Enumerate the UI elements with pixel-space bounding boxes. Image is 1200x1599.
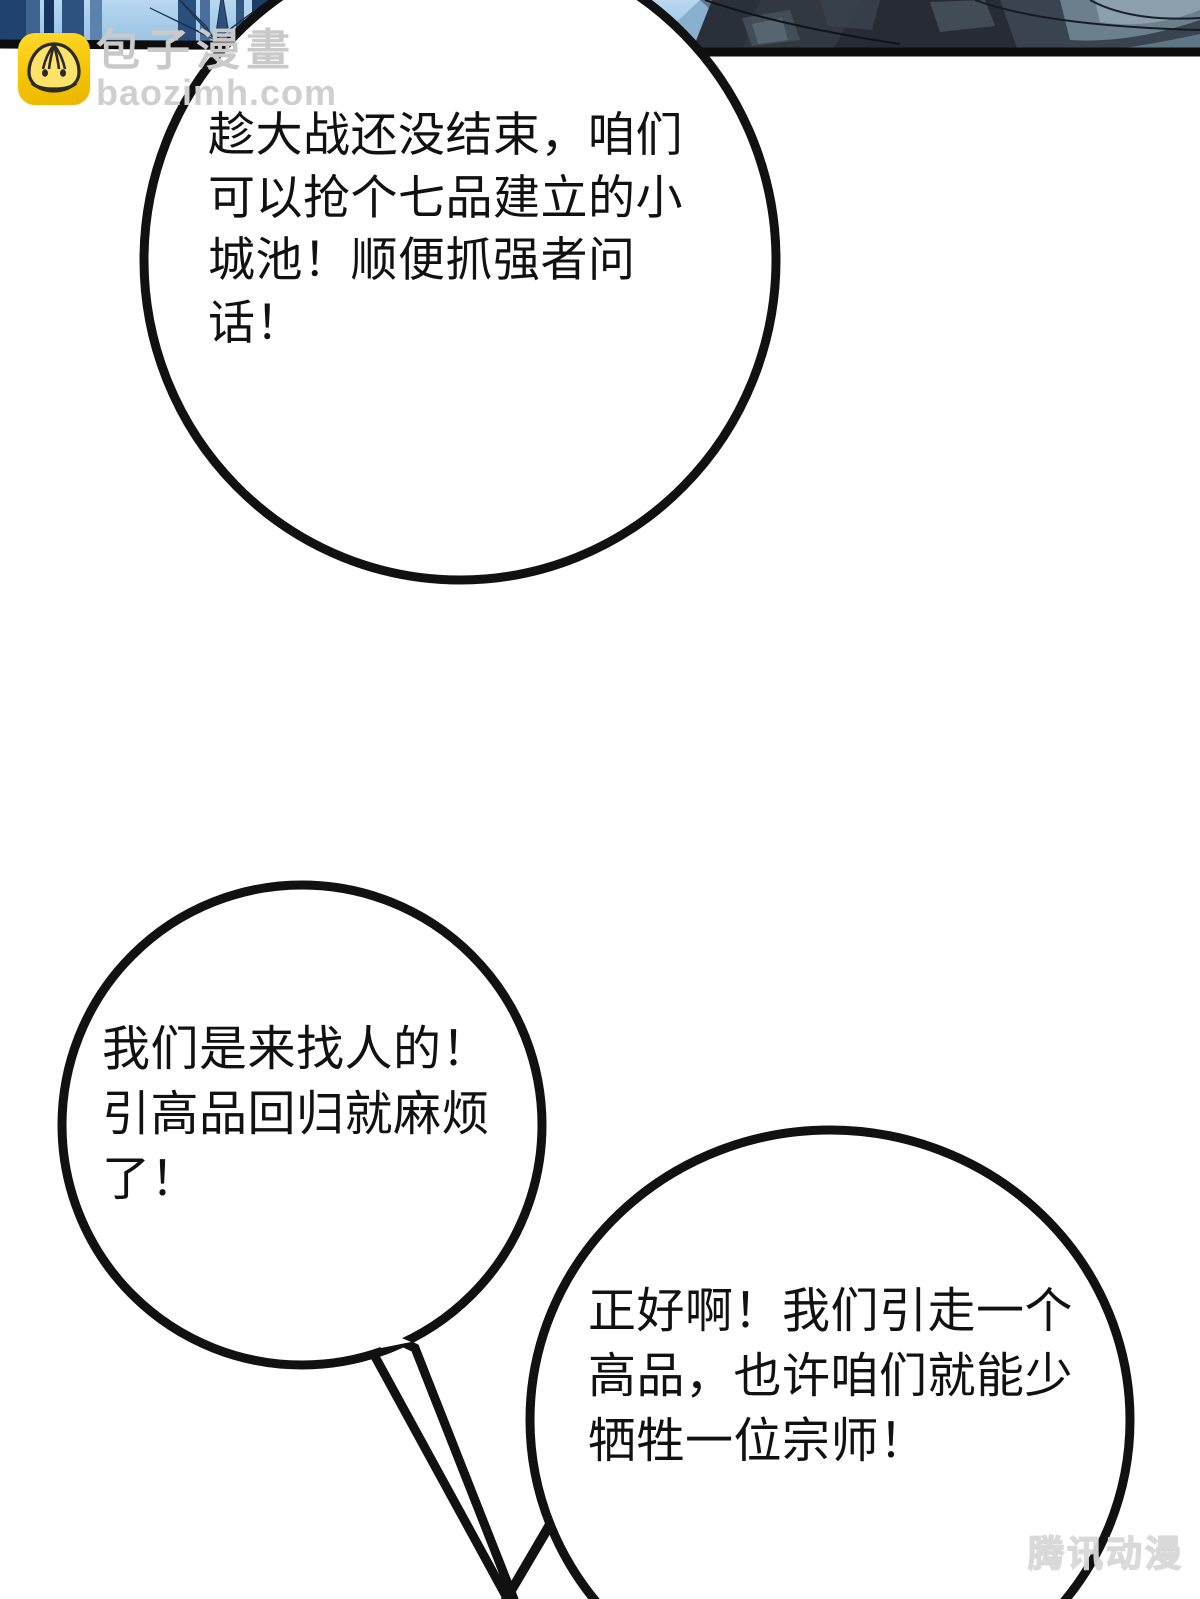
- baozimh-url-label: baozimh.com: [96, 72, 338, 113]
- speech-bubble-right: 正好啊！我们引走一个高品，也许咱们就能少牺牲一位宗师！: [500, 1120, 1140, 1599]
- bubble-3-text: 正好啊！我们引走一个高品，也许咱们就能少牺牲一位宗师！: [588, 1285, 1074, 1468]
- bubble-outline-2: [57, 880, 547, 1599]
- baozi-bun-icon: [18, 33, 90, 105]
- speech-bubble-top: 趁大战还没结束，咱们可以抢个七品建立的小城池！顺便抓强者问话！: [130, 0, 790, 590]
- baozimh-chinese-label: 包子漫畫: [96, 25, 296, 76]
- bubble-2-text: 我们是来找人的！引高品回归就麻烦了！: [102, 1023, 491, 1206]
- bubble-outline-3: [500, 1125, 1135, 1599]
- speech-bubble-left: 我们是来找人的！引高品回归就麻烦了！: [55, 880, 575, 1599]
- tencent-comics-watermark: 腾讯动漫: [1027, 1533, 1184, 1576]
- bubble-1-text: 趁大战还没结束，咱们可以抢个七品建立的小城池！顺便抓强者问话！: [208, 108, 683, 349]
- bubble-outline-1: [139, 0, 781, 585]
- baozimh-watermark: 包子漫畫 baozimh.com: [18, 29, 338, 113]
